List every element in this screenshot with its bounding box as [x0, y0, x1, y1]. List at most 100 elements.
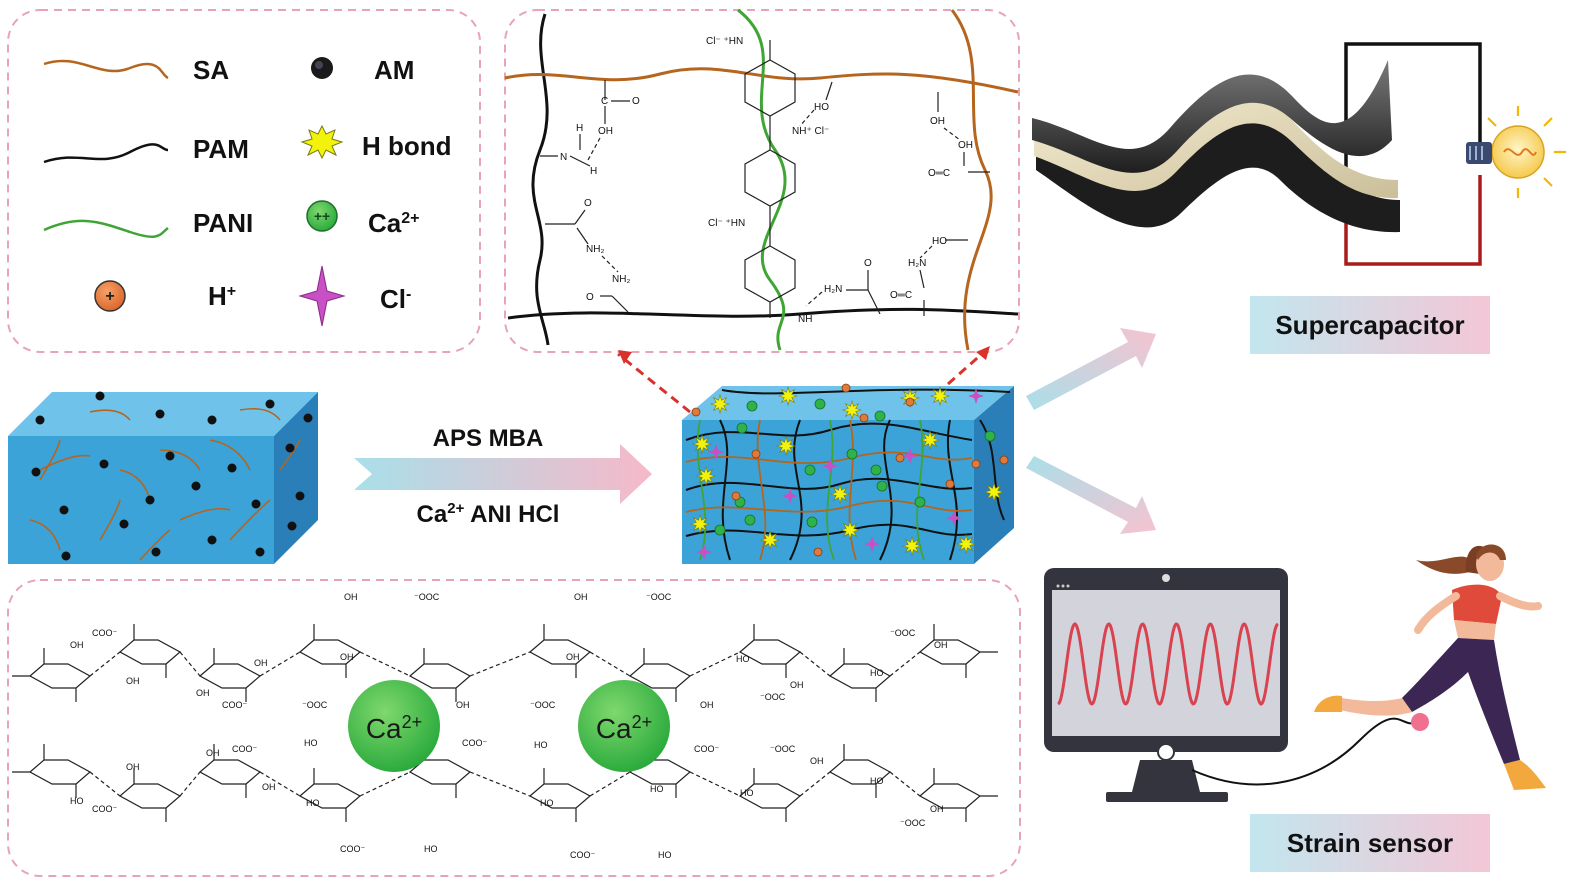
am-monomer: [95, 391, 105, 401]
chem-group-ho: HO: [650, 784, 664, 794]
svg-text:O: O: [864, 258, 872, 269]
arrow-to-supercapacitor: [1026, 328, 1156, 410]
h-plus-site: [999, 455, 1009, 465]
glycosidic-bond: [589, 651, 631, 677]
svg-text:O═C: O═C: [928, 168, 950, 179]
gel-block-front: [8, 436, 274, 564]
cl-nh-label-1: Cl⁻ ⁺HN: [706, 36, 743, 47]
pam-crosschain: [507, 307, 1019, 320]
chem-group-coo: COO⁻: [462, 738, 488, 748]
chem-group-oh: OH: [126, 676, 140, 686]
h-plus-icon-sign: +: [105, 288, 114, 305]
alginate-ring: [528, 783, 592, 809]
legend-border: [7, 9, 481, 353]
chem-group-oh: OH: [262, 782, 276, 792]
ca-ion-site: [714, 524, 726, 536]
light-bulb-icon: [1466, 106, 1566, 198]
chem-group-ooc: ⁻OOC: [900, 818, 926, 828]
glycosidic-bond: [359, 651, 411, 677]
ca-ion-site: [744, 514, 756, 526]
strain-sensor-label: Strain sensor: [1287, 828, 1453, 858]
glycosidic-bond: [469, 771, 531, 797]
am-monomer: [119, 519, 129, 529]
alginate-ring: [118, 639, 182, 665]
alginate-ring: [198, 663, 262, 689]
svg-text:O: O: [586, 292, 594, 303]
hydrogel-network-content: [685, 383, 1011, 561]
svg-text:H₂N: H₂N: [908, 258, 926, 269]
svg-text:Ca2+: Ca2+: [366, 712, 422, 744]
sa-carboxyl-group-left: C O OH: [587, 80, 640, 161]
sa-chain: [229, 499, 271, 541]
monitor-screen: [1052, 590, 1280, 736]
h-bond-site: [919, 429, 941, 451]
sa-carboxyl-group-right: OH OH O═C: [928, 92, 990, 179]
h-bond-site: [841, 399, 863, 421]
am-monomer: [31, 467, 41, 477]
strain-sensor-label-box: [1250, 814, 1490, 872]
am-monomer: [227, 463, 237, 473]
chem-group-oh: OH: [790, 680, 804, 690]
chem-group-ooc: ⁻OOC: [646, 592, 672, 602]
h-plus-site: [731, 491, 741, 501]
hydrogel-block-top: [682, 386, 1014, 420]
sa-chain: [99, 499, 121, 541]
pam-chain-swatch: [43, 143, 169, 164]
h-bond-site: [829, 483, 851, 505]
nh-cl-label-2: NH⁺ Cl⁻: [792, 126, 829, 137]
am-monomer-icon: [311, 57, 333, 79]
gel-block-side: [274, 392, 318, 564]
chem-group-oh: OH: [70, 640, 84, 650]
svg-text:H: H: [576, 123, 583, 134]
chem-group-ho: HO: [540, 798, 554, 808]
glycosidic-bond: [469, 651, 531, 677]
signal-waveform: [1057, 622, 1279, 706]
chem-group-coo: COO⁻: [92, 804, 118, 814]
am-monomer: [151, 547, 161, 557]
chem-group-ho: HO: [870, 776, 884, 786]
legend-label-h-bond: H bond: [362, 131, 452, 161]
glycosidic-bond: [799, 651, 831, 677]
svg-text:H: H: [590, 166, 597, 177]
legend-label-am: AM: [374, 55, 414, 85]
sa-network-chain: [756, 419, 767, 561]
chem-group-oh: OH: [196, 688, 210, 698]
sa-chain: [239, 407, 281, 421]
sa-chain: [209, 439, 251, 471]
chem-group-ho: HO: [70, 796, 84, 806]
am-monomer: [155, 409, 165, 419]
svg-text:C: C: [601, 96, 608, 107]
svg-text:NH₂: NH₂: [586, 244, 604, 255]
legend-label-h-plus: H+: [208, 281, 236, 311]
chem-group-ooc: ⁻OOC: [890, 628, 916, 638]
ca-ion-site: [870, 464, 882, 476]
ca-ion-icon: [306, 200, 338, 232]
chem-group-oh: OH: [934, 640, 948, 650]
chem-group-oh: OH: [700, 700, 714, 710]
circuit-wire-bottom: [1344, 175, 1482, 266]
supercapacitor-illustration: Supercapacitor: [1032, 42, 1566, 354]
glycosidic-bond: [359, 771, 411, 797]
electrode-bottom: [1036, 111, 1400, 233]
chem-group-ho: HO: [740, 788, 754, 798]
glycosidic-bond: [89, 771, 121, 797]
sensor-cable: [1191, 717, 1419, 786]
sa-chain: [29, 519, 61, 551]
h-plus-site: [691, 407, 701, 417]
chem-group-coo: COO⁻: [232, 744, 258, 754]
chem-group-coo: COO⁻: [340, 844, 366, 854]
am-monomer: [35, 415, 45, 425]
chem-group-oh: OH: [930, 804, 944, 814]
legend-label-sa: SA: [193, 55, 229, 85]
pam-amide-group: O NH₂ NH₂ O: [545, 198, 630, 313]
alginate-ring: [118, 783, 182, 809]
h-plus-site: [945, 479, 955, 489]
chem-group-ho: HO: [658, 850, 672, 860]
ca-ion-site: [876, 480, 888, 492]
chem-group-coo: COO⁻: [92, 628, 118, 638]
svg-text:Ca2+: Ca2+: [596, 712, 652, 744]
chem-group-ho: HO: [870, 668, 884, 678]
reaction-reagents-bottom: Ca2+ ANI HCl: [417, 500, 560, 528]
h-bond-site: [695, 465, 717, 487]
ca-ion-site: [874, 410, 886, 422]
